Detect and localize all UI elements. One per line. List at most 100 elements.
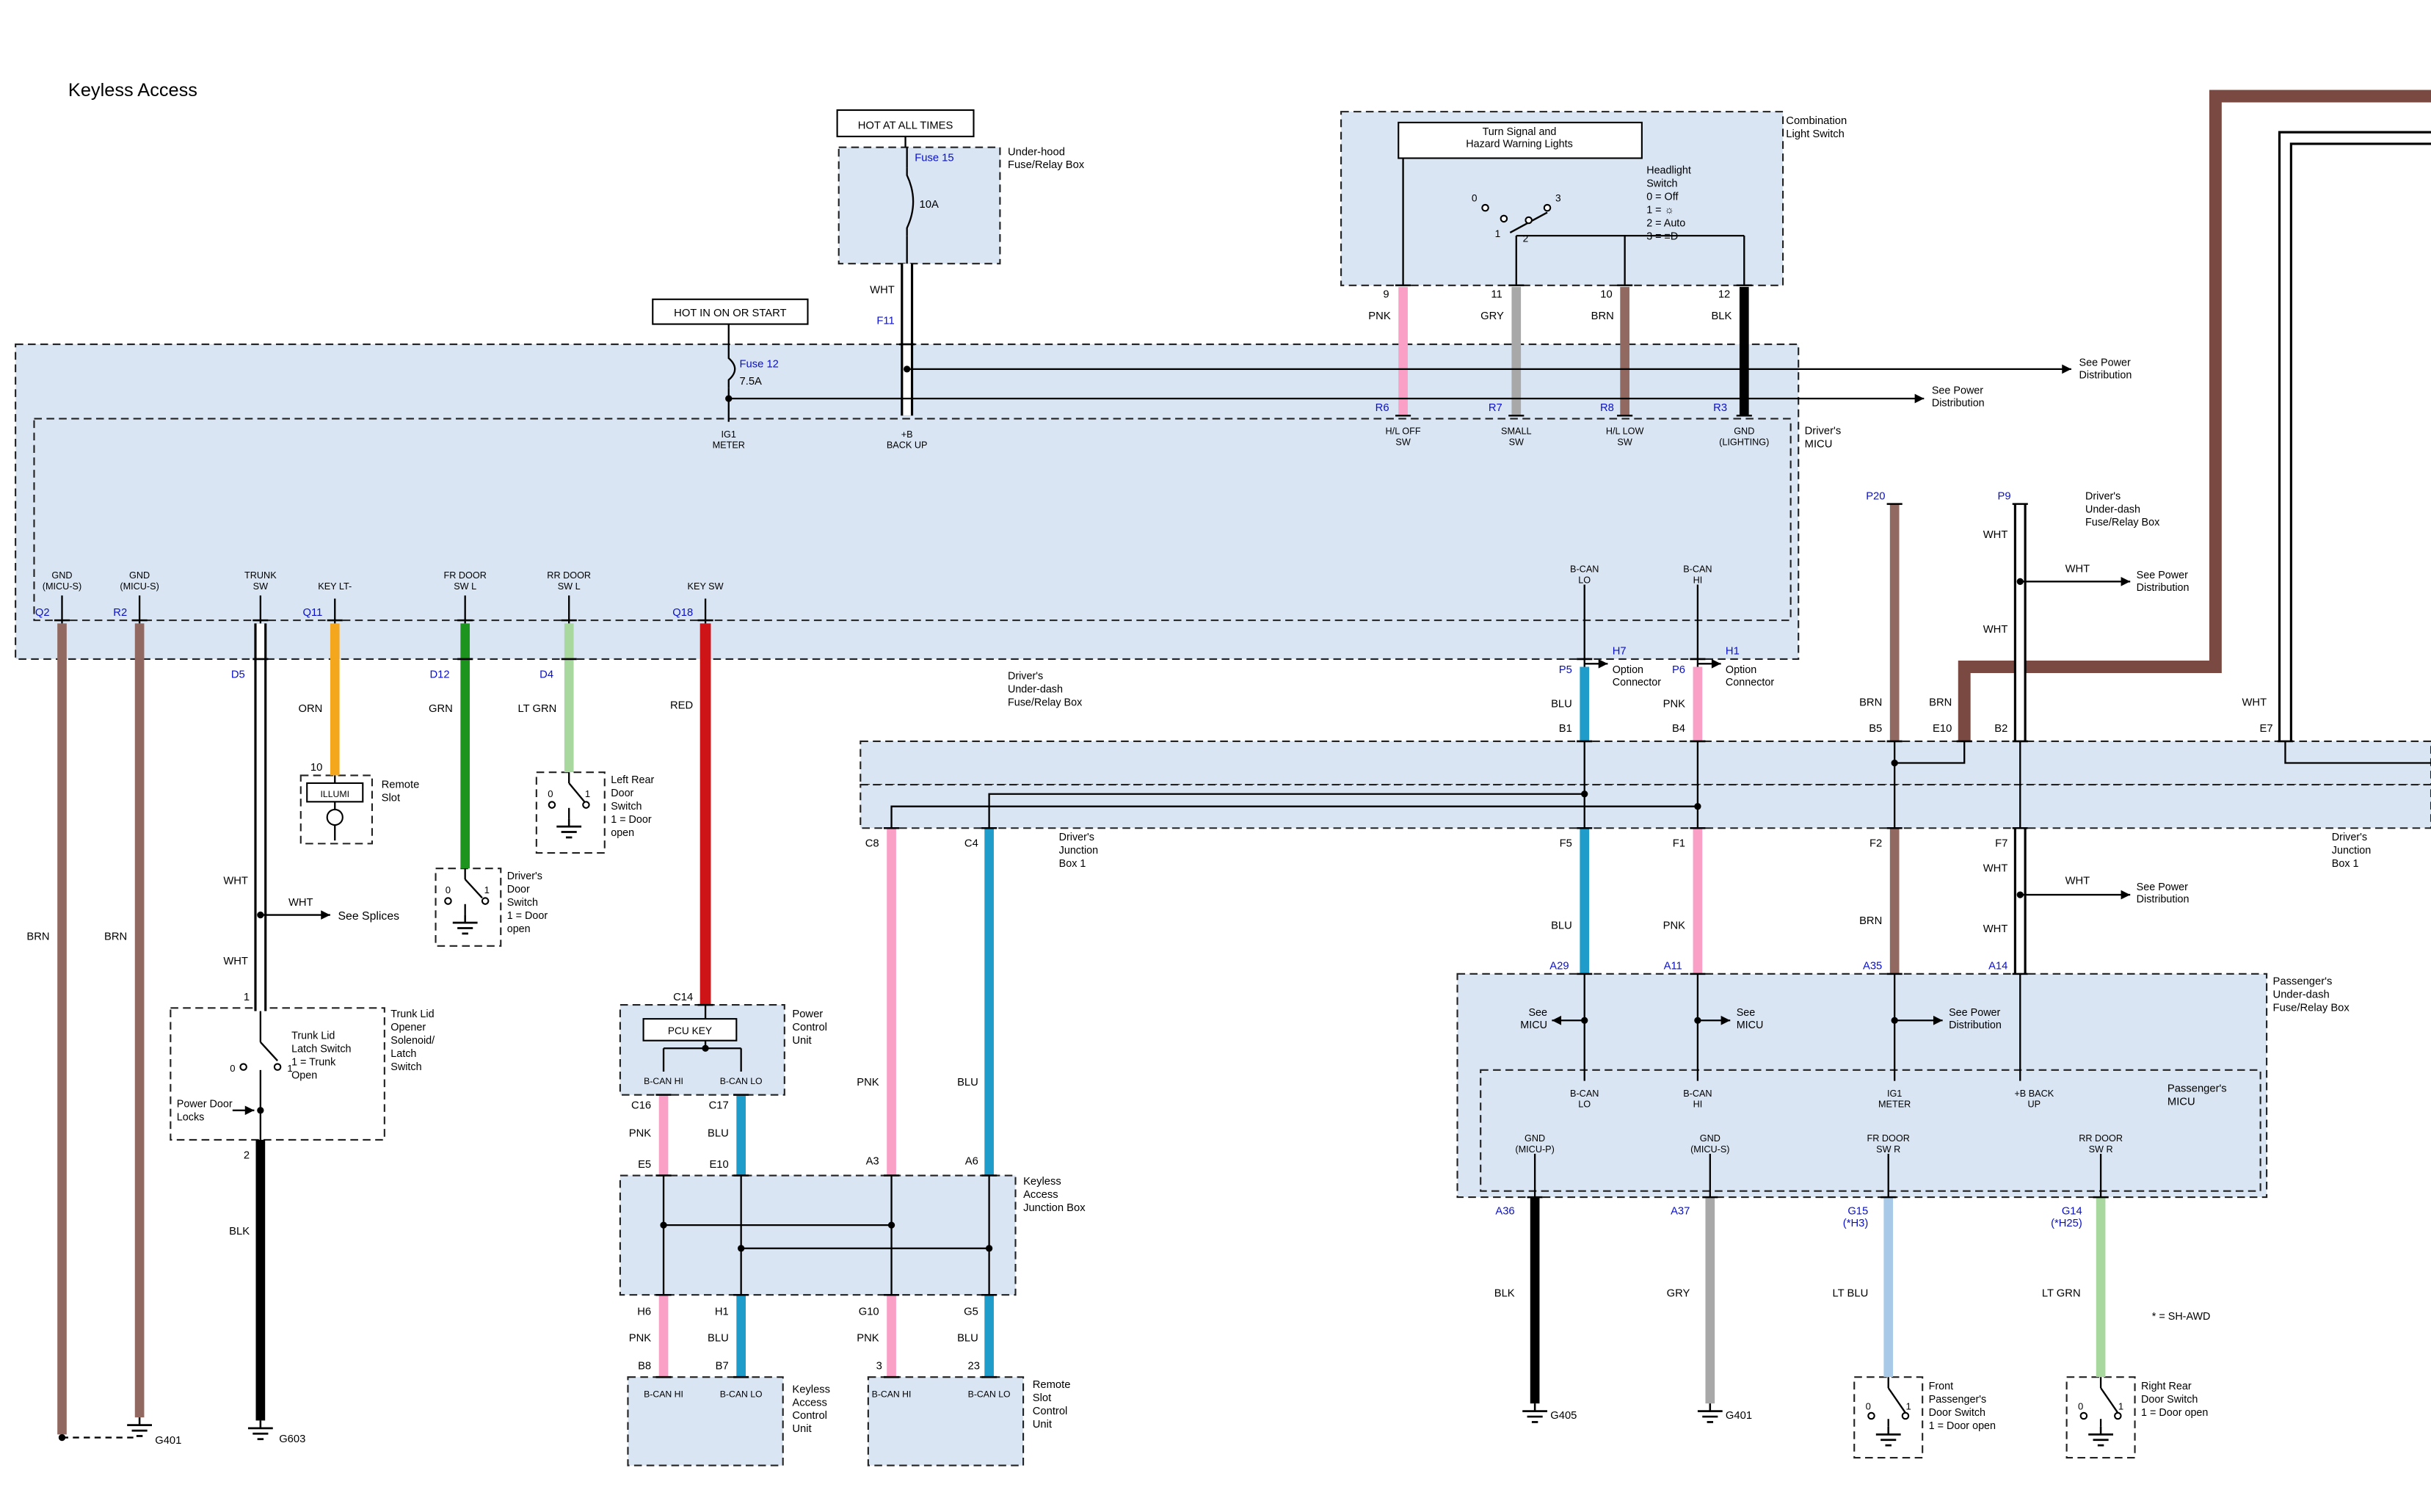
junction-dot: [1891, 1017, 1898, 1024]
arrow-head-icon: [1552, 1015, 1562, 1025]
label-b8: B8: [638, 1361, 651, 1373]
label-a35: A35: [1863, 961, 1882, 973]
label-c8: C8: [865, 838, 879, 850]
label-gnd-micu-s: GND(MICU-S): [43, 570, 81, 592]
label-b-can-hi: B-CAN HI: [644, 1389, 683, 1400]
turn-signal-hazard-box: [1398, 121, 1643, 159]
label-red: RED: [670, 700, 693, 712]
label-f2: F2: [1869, 838, 1882, 850]
label-blk: BLK: [1494, 1287, 1515, 1299]
label-d4: D4: [539, 669, 553, 680]
label-f1: F1: [1673, 838, 1685, 850]
trunk-lid-box: [170, 1007, 385, 1141]
junction-dot: [1694, 1017, 1701, 1024]
label-blu: BLU: [708, 1128, 729, 1140]
label-gnd-micu-s: GND(MICU-S): [120, 570, 159, 592]
label-c17: C17: [709, 1100, 729, 1112]
connection-line: [890, 741, 1699, 829]
junction-dot: [1581, 790, 1588, 798]
switch-contact: [2079, 1411, 2088, 1420]
label-r2: R2: [113, 607, 127, 619]
label-wht: WHT: [1983, 529, 2008, 541]
connection-line: [1894, 741, 1966, 764]
connection-line: [464, 879, 483, 899]
label-a14: A14: [1988, 961, 2007, 973]
junction-dot: [725, 395, 733, 402]
junction-strip-upper: [860, 740, 2431, 786]
label-f5: F5: [1560, 838, 1572, 850]
label-blu: BLU: [708, 1333, 729, 1345]
label-wht: WHT: [1983, 923, 2008, 935]
label-a37: A37: [1671, 1205, 1690, 1217]
label-e10: E10: [1933, 723, 1952, 735]
label-r6: R6: [1376, 402, 1389, 414]
label-1: 1: [2118, 1401, 2123, 1412]
label-0: 0: [548, 788, 553, 799]
arrow-head-icon: [1711, 658, 1721, 669]
switch-contact: [239, 1063, 247, 1071]
label-c4: C4: [964, 838, 978, 850]
label-wht: WHT: [1983, 862, 2008, 874]
junction-dot: [257, 1107, 264, 1114]
label-3: 3: [876, 1361, 882, 1373]
label-a29: A29: [1549, 961, 1569, 973]
label-a11: A11: [1664, 961, 1682, 973]
label-q2: Q2: [35, 607, 50, 619]
switch-contact: [548, 801, 556, 809]
switch-contact: [1543, 203, 1552, 212]
junction-dot: [985, 1245, 993, 1252]
label-lt-blu: LT BLU: [1833, 1287, 1869, 1299]
label-hot-in-on-or-start: HOT IN ON OR START: [674, 308, 786, 319]
label-b7: B7: [716, 1361, 729, 1373]
arrow-head-icon: [1720, 1015, 1731, 1025]
label-lt-grn: LT GRN: [518, 703, 557, 715]
label-blk: BLK: [1711, 310, 1732, 322]
label-wht: WHT: [223, 956, 248, 967]
label-b5: B5: [1869, 723, 1882, 735]
arrow-head-icon: [244, 1105, 255, 1116]
label-gnd-micu-p: GND(MICU-P): [1515, 1133, 1554, 1155]
label-g10: G10: [859, 1306, 879, 1318]
wire-wht-outline: [2278, 131, 2431, 741]
label-pnk: PNK: [629, 1333, 652, 1345]
label-pnk: PNK: [857, 1333, 879, 1345]
label-blu: BLU: [1551, 920, 1572, 932]
label-d5: D5: [231, 669, 245, 680]
label-wht: WHT: [2065, 875, 2090, 887]
passengers-under-dash-fuse-relay-box: [1456, 973, 2268, 1199]
label-wht: WHT: [288, 897, 313, 909]
label-wht: WHT: [2065, 564, 2090, 575]
keyless-access-junction-box: [619, 1174, 1017, 1296]
label-r3: R3: [1713, 402, 1727, 414]
passengers-micu-box: [1480, 1069, 2261, 1192]
junction-dot: [660, 1221, 667, 1229]
label-e5: E5: [638, 1159, 651, 1171]
label-brn: BRN: [1929, 697, 1952, 708]
label-brn: BRN: [104, 931, 127, 942]
label-blu: BLU: [957, 1333, 978, 1345]
label-p6: P6: [1672, 664, 1685, 676]
label-b2: B2: [1994, 723, 2007, 735]
switch-contact: [2114, 1411, 2122, 1420]
label-1: 1: [244, 992, 250, 1003]
label-blk: BLK: [229, 1226, 250, 1237]
switch-contact: [582, 801, 590, 809]
